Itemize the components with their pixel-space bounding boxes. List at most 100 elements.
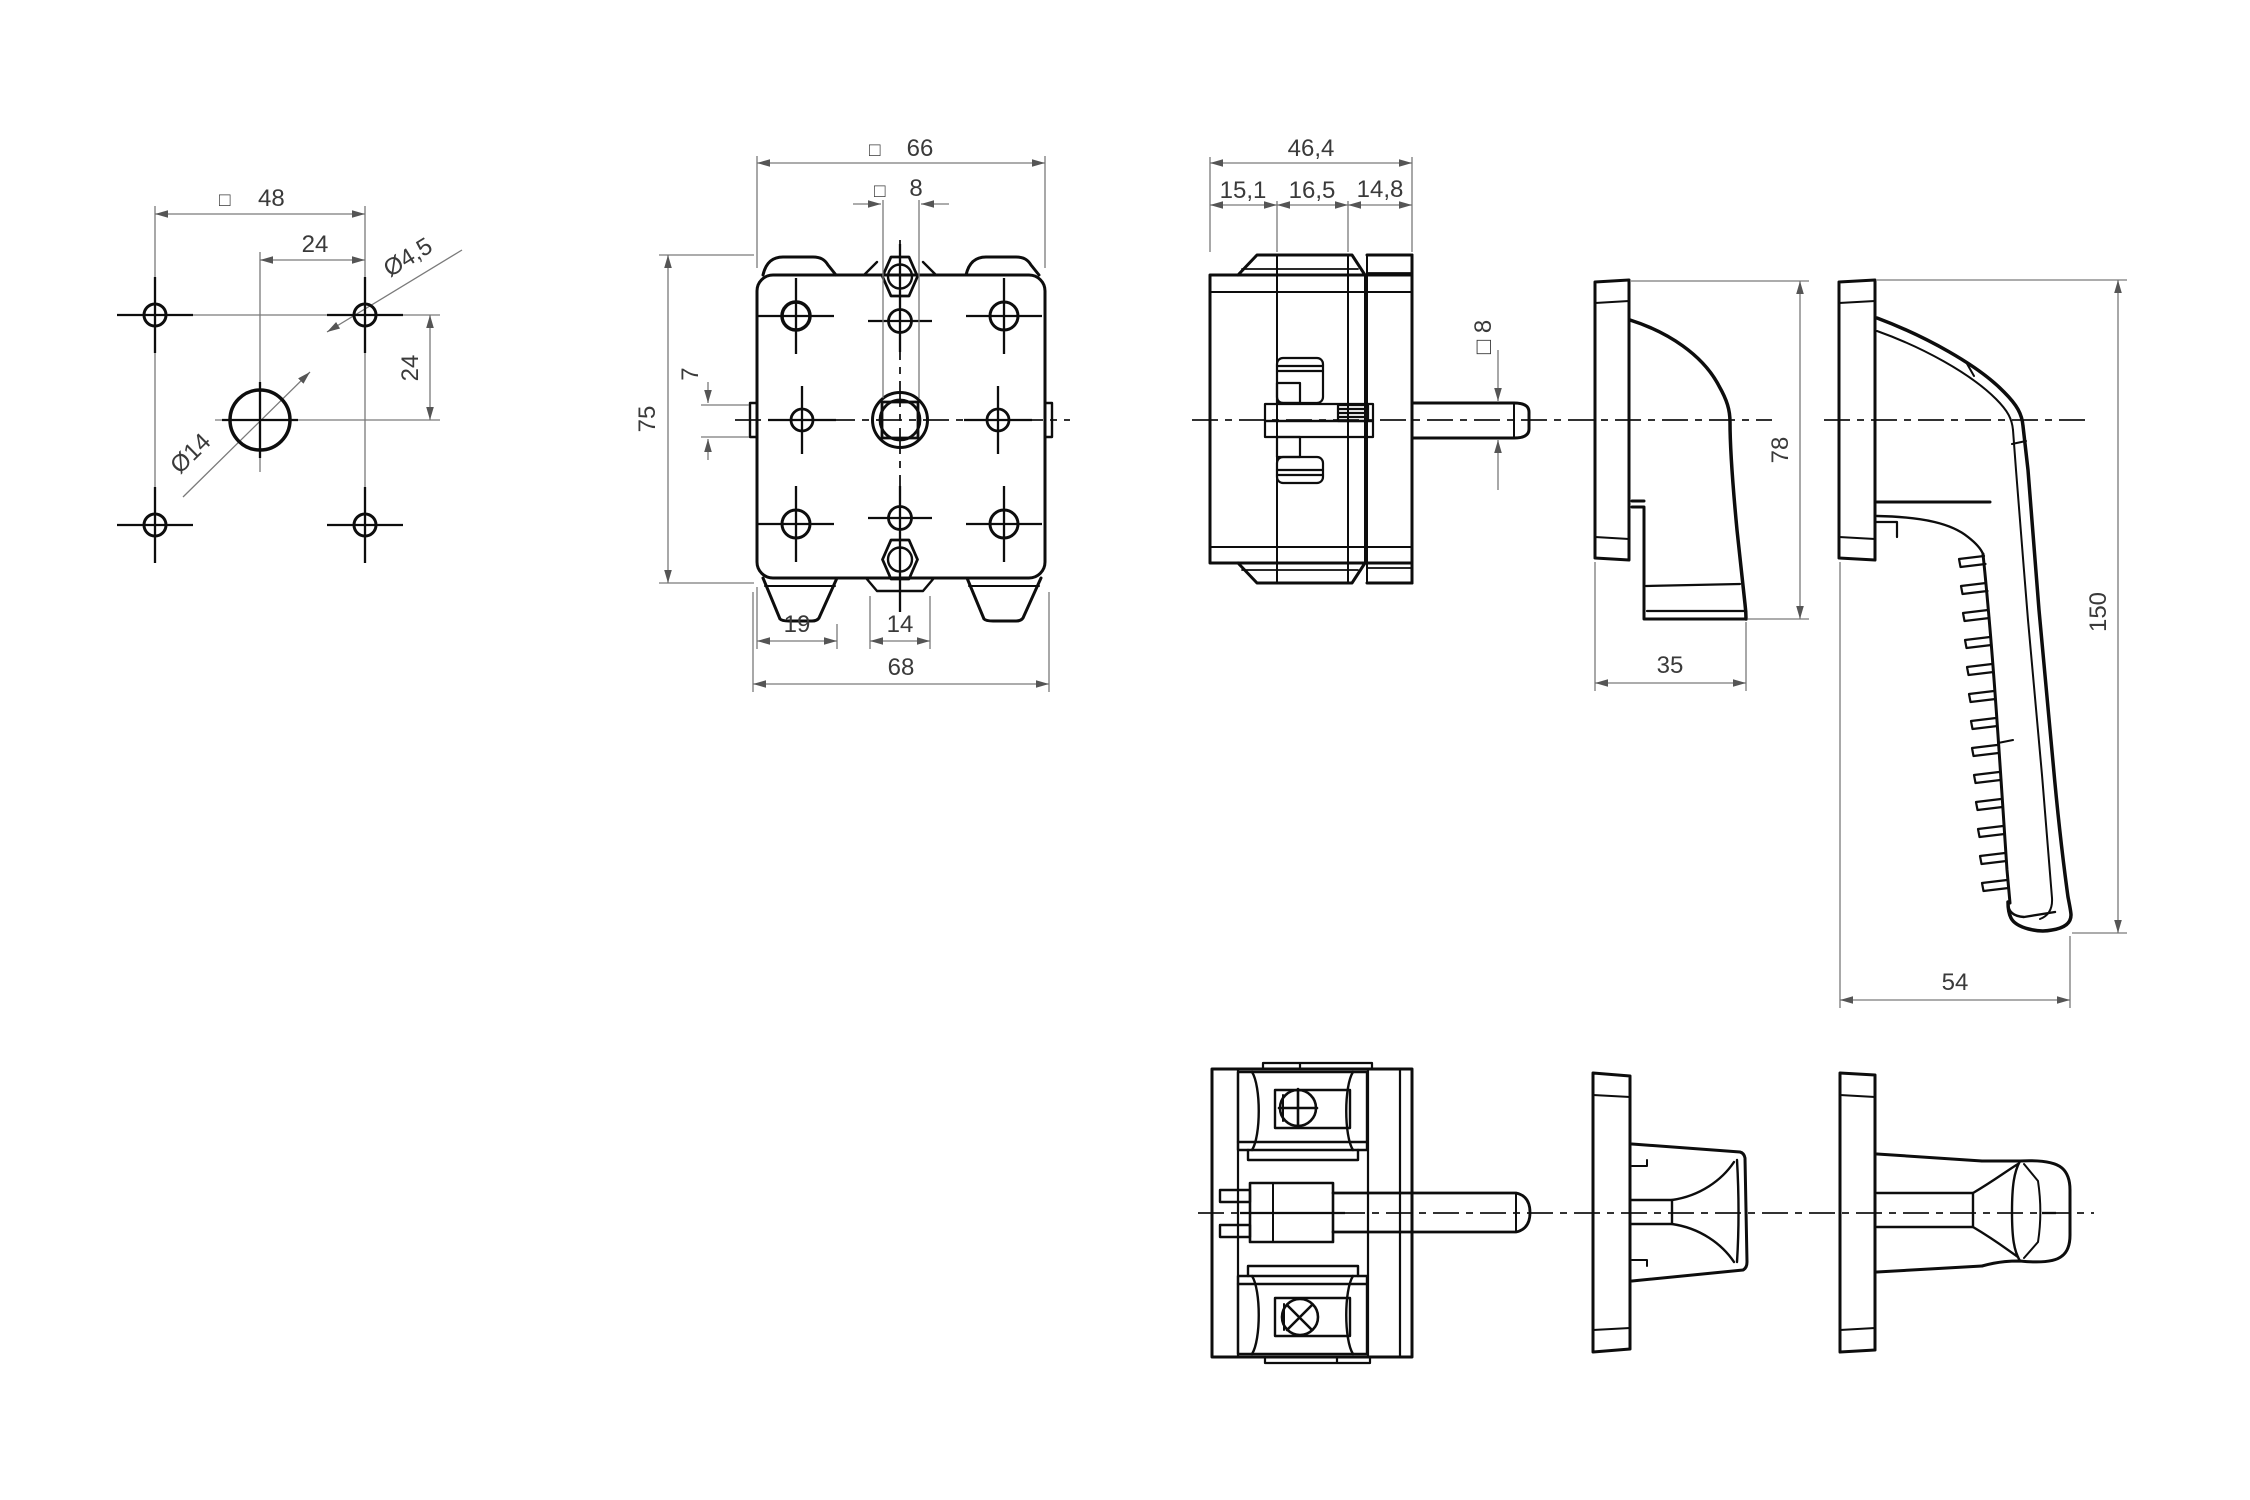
rosette-edge — [1591, 1071, 1632, 1354]
plate-side-tabs — [748, 401, 1054, 439]
rosette-steps — [1631, 1159, 1648, 1267]
screw-cross-bottom — [1285, 1303, 1314, 1332]
housing-flanges — [1236, 253, 1414, 585]
screw-pocket-top — [1236, 1070, 1369, 1162]
handle-grip-inner-edge — [1981, 552, 2012, 905]
dim-front-cutout: 14 — [887, 611, 914, 638]
handle-bottom-cap — [2006, 901, 2057, 919]
plate-top-bump-left — [761, 255, 838, 277]
handle-profile — [1628, 318, 1748, 621]
hole-crosshairs — [758, 244, 1042, 612]
extension-line — [1594, 280, 1809, 691]
housing-outline — [1208, 253, 1414, 585]
hex-boss-bottom — [881, 538, 919, 581]
dim-open-length: 150 — [2085, 592, 2112, 632]
dim-front-spindle: 8 — [909, 175, 922, 202]
extension-line — [1839, 279, 2127, 1008]
segment-ticks — [1965, 361, 2027, 744]
spindle-shaft — [1411, 401, 1531, 440]
rosette-chamfer-lines — [1838, 300, 1876, 540]
handle-inner-line-right — [2012, 429, 2054, 920]
spindle-shaft-bottom — [1331, 1191, 1532, 1234]
dim-side-seg1: 15,1 — [1220, 177, 1267, 204]
view-front: □ 66 □ 8 75 7 19 14 68 — [634, 135, 1054, 692]
screw-pocket-bottom — [1236, 1264, 1369, 1356]
grip-ribs — [1957, 554, 2010, 893]
handle-neck-curve — [1875, 514, 1985, 556]
dim-drill-offset-h: 24 — [302, 231, 329, 258]
view-handle-open-front — [1838, 1071, 2072, 1354]
handle-neck-lines — [1875, 1191, 1975, 1229]
extension-line — [882, 200, 920, 398]
handle-grip-outline — [1875, 316, 2073, 933]
plate-foot-right — [965, 576, 1043, 623]
hex-boss-collar-top — [862, 260, 938, 277]
rosette-step — [1873, 520, 1899, 539]
spindle-square-hole — [880, 400, 920, 440]
extension-line — [701, 404, 749, 438]
leader-hole-large — [182, 371, 311, 498]
extension-line — [659, 254, 754, 584]
plate-foot-left — [761, 576, 839, 623]
hub-tab — [1218, 1188, 1252, 1204]
dim-front-width: 66 — [907, 135, 934, 162]
dim-folded-height: 78 — [1767, 437, 1794, 464]
rosette-chamfer-lines — [1594, 300, 1630, 540]
view-drill-pattern: □ 48 24 24 Ø4,5 Ø14 — [117, 185, 463, 563]
handle-base-lines — [1644, 582, 1747, 613]
leader-hole-small — [326, 249, 463, 333]
handle-silhouette — [1630, 1142, 1749, 1283]
dim-front-foot: 19 — [784, 611, 811, 638]
handle-inner-line-top — [1876, 330, 2014, 431]
dim-drill-hole-small: Ø4,5 — [379, 233, 437, 283]
handle-neck-lines — [1628, 1198, 1674, 1226]
housing-outline — [1210, 1067, 1414, 1359]
rosette-chamfer-lines — [1839, 1094, 1876, 1331]
hex-boss-collar-bottom — [864, 576, 936, 593]
dim-front-tab: 7 — [677, 367, 704, 380]
dim-side-seg3: 14,8 — [1357, 176, 1404, 203]
hub-tab — [1218, 1223, 1252, 1239]
dim-drill-width: 48 — [258, 185, 285, 212]
view-handle-folded-front — [1591, 1071, 1749, 1354]
housing-inner-lines — [1209, 254, 1412, 584]
dim-front-height: 75 — [634, 406, 661, 433]
handle-neck-outline — [1875, 1152, 1984, 1274]
handle-flare-curves — [1670, 1160, 1736, 1264]
dim-open-width: 54 — [1942, 969, 1969, 996]
view-side: 46,4 15,1 16,5 14,8 □ 8 — [1208, 135, 1531, 585]
rosette-chamfer-lines — [1592, 1094, 1631, 1331]
centerlines — [735, 240, 2094, 1214]
view-housing-bottom — [1210, 1061, 1532, 1365]
plate-top-bump-right — [964, 255, 1041, 277]
spindle-hole-crosshair — [222, 382, 298, 458]
hex-boss-bottom-hole — [886, 546, 914, 573]
dim-side-spindle-square: □ 8 — [1470, 320, 1497, 355]
gear-mechanism — [1263, 356, 1375, 485]
rosette-edge — [1838, 1071, 1877, 1354]
rosette-edge — [1837, 278, 1877, 562]
dim-side-depth: 46,4 — [1288, 135, 1335, 162]
extension-line — [756, 156, 1046, 268]
extension-line — [752, 587, 1050, 692]
view-handle-open: 150 54 — [1837, 278, 2127, 1008]
dim-folded-depth: 35 — [1657, 652, 1684, 679]
handle-base — [1630, 499, 1748, 621]
housing-tabs — [1261, 1061, 1374, 1365]
dim-front-total-width: 68 — [888, 654, 915, 681]
knob-left-curve — [2010, 1159, 2022, 1263]
screw-cross-top — [1277, 1087, 1319, 1129]
dim-drill-offset-v: 24 — [397, 355, 424, 382]
spindle-boss — [871, 391, 929, 449]
dim-drill-square-symbol: □ — [219, 190, 231, 211]
handle-end-face — [1735, 1158, 1740, 1264]
dim-side-seg2: 16,5 — [1289, 177, 1336, 204]
dim-front-square-symbol: □ — [869, 140, 881, 161]
handle-flare-curves — [1971, 1162, 2020, 1259]
screw-head-bottom — [1280, 1297, 1320, 1337]
flange-detail-lines — [1241, 268, 1413, 571]
hole-crosshairs — [117, 277, 403, 563]
rosette-edge — [1593, 278, 1631, 562]
